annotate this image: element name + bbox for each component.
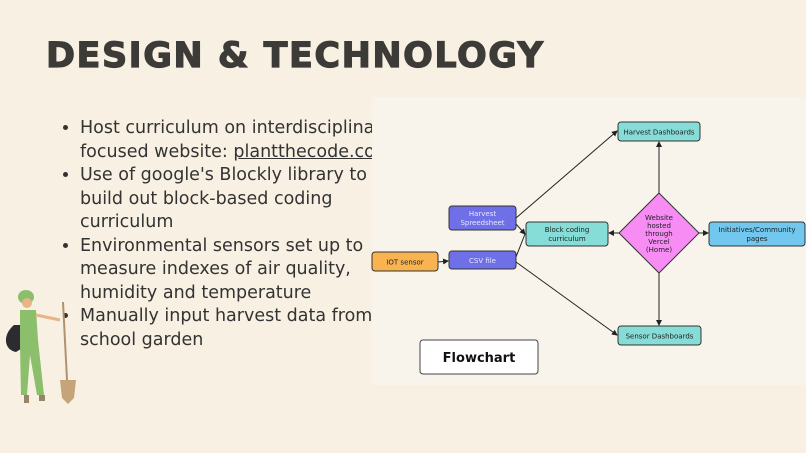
- node-csv-file: CSV file: [448, 250, 517, 270]
- svg-text:Vercel: Vercel: [648, 238, 669, 246]
- svg-text:pages: pages: [746, 235, 767, 243]
- bullet-item: Use of google's Blockly library to build…: [80, 164, 400, 235]
- node-harvest-dashboards: Harvest Dashboards: [617, 121, 701, 142]
- svg-text:Website: Website: [645, 214, 673, 222]
- node-block-coding: Block coding curriculum: [525, 221, 609, 247]
- bullet-item: Host curriculum on interdisciplinary foc…: [80, 117, 400, 164]
- svg-text:through: through: [645, 230, 673, 238]
- arrow-csv-block: [515, 233, 526, 258]
- flowchart-connectors: [437, 130, 709, 336]
- node-sensor-dashboards: Sensor Dashboards: [617, 325, 702, 346]
- slide-title: DESIGN & TECHNOLOGY: [45, 35, 545, 76]
- svg-text:(Home): (Home): [646, 246, 672, 254]
- flowchart-label-box: Flowchart: [419, 339, 539, 375]
- svg-text:Harvest Dashboards: Harvest Dashboards: [623, 129, 694, 137]
- gardener-illustration: [5, 290, 76, 404]
- bullet-item: Environmental sensors set up to measure …: [80, 235, 400, 306]
- svg-text:CSV file: CSV file: [469, 257, 496, 265]
- arrow-spreadsheet-block: [515, 223, 526, 235]
- arrow-spreadsheet-harvest-dashboards: [515, 130, 618, 219]
- svg-text:curriculum: curriculum: [548, 235, 586, 243]
- svg-text:Flowchart: Flowchart: [443, 351, 516, 366]
- svg-text:Block coding: Block coding: [545, 226, 590, 234]
- node-website: Website hosted through Vercel (Home): [618, 192, 700, 274]
- website-link[interactable]: plantthecode.com: [233, 141, 392, 162]
- bullet-list: Host curriculum on interdisciplinary foc…: [62, 117, 400, 352]
- svg-text:Spreedsheet: Spreedsheet: [460, 219, 504, 227]
- svg-text:hosted: hosted: [647, 222, 671, 230]
- node-initiatives: Initiatives/Community pages: [708, 221, 806, 247]
- svg-text:Sensor Dashboards: Sensor Dashboards: [626, 333, 694, 341]
- svg-text:IOT sensor: IOT sensor: [386, 259, 423, 267]
- node-iot-sensor: IOT sensor: [371, 251, 439, 272]
- svg-text:Initiatives/Community: Initiatives/Community: [718, 226, 795, 234]
- svg-text:Harvest: Harvest: [469, 210, 497, 218]
- arrow-csv-sensor-dashboards: [515, 261, 618, 336]
- node-harvest-spreadsheet: Harvest Spreedsheet: [448, 205, 517, 231]
- bullet-item: Manually input harvest data from school …: [80, 305, 400, 352]
- arrow-iot-csv: [437, 258, 449, 265]
